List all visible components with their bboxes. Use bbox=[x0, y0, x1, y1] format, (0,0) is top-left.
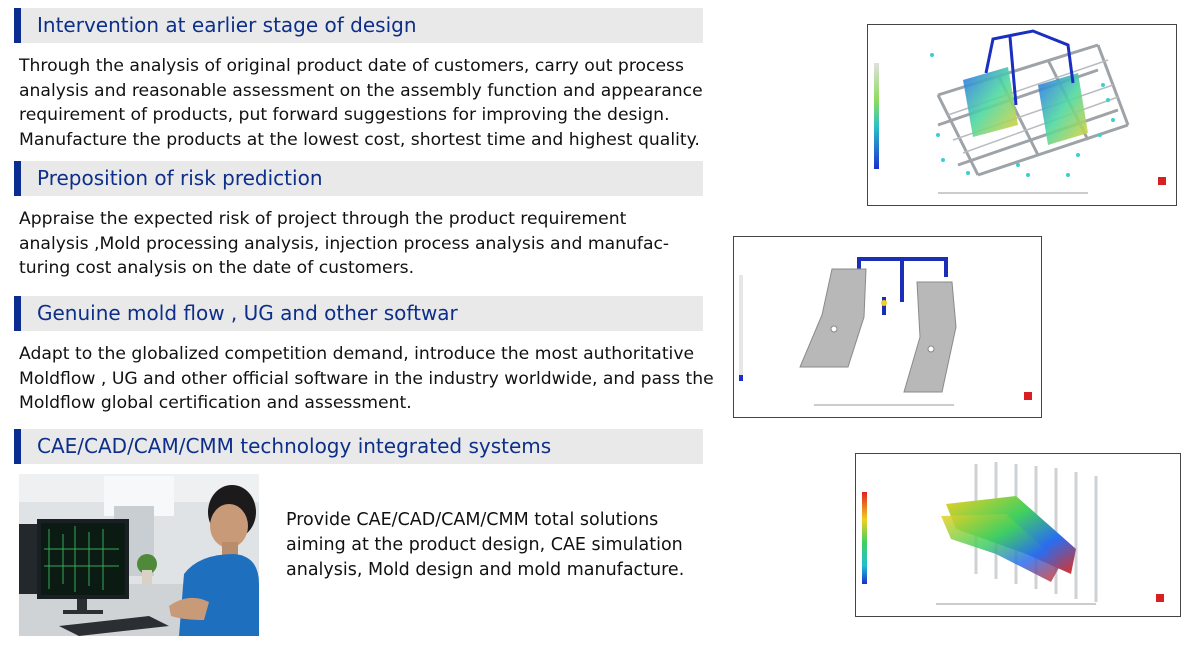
text-line: Provide CAE/CAD/CAM/CMM total solutions bbox=[286, 510, 659, 530]
engineer-photo bbox=[19, 474, 259, 636]
section-text-design: Through the analysis of original product… bbox=[19, 54, 719, 152]
text-line: turing cost analysis on the date of cust… bbox=[19, 258, 415, 278]
text-line: Through the analysis of original product… bbox=[19, 56, 684, 76]
mold-cooling-analysis-image bbox=[867, 24, 1177, 206]
text-line: Moldflow , UG and other official softwar… bbox=[19, 368, 714, 389]
text-line: Moldflow global certification and assess… bbox=[19, 393, 412, 413]
mold-feed-system-image bbox=[733, 236, 1042, 418]
text-line: Adapt to the globalized competition dema… bbox=[19, 344, 695, 364]
section-text-software: Adapt to the globalized competition dema… bbox=[19, 342, 729, 416]
section-text-integrated: Provide CAE/CAD/CAM/CMM total solutions … bbox=[286, 508, 706, 583]
mold-fill-analysis-image bbox=[855, 453, 1181, 617]
section-header-design: Intervention at earlier stage of design bbox=[14, 8, 703, 43]
text-line: analysis, Mold design and mold manufactu… bbox=[286, 560, 685, 580]
text-line: requirement of products, put forward sug… bbox=[19, 105, 670, 125]
text-line: Appraise the expected risk of project th… bbox=[19, 209, 627, 229]
text-line: Manufacture the products at the lowest c… bbox=[19, 129, 700, 150]
section-title: Preposition of risk prediction bbox=[37, 166, 323, 190]
section-header-risk: Preposition of risk prediction bbox=[14, 161, 703, 196]
text-line: analysis and reasonable assessment on th… bbox=[19, 80, 703, 101]
text-line: aiming at the product design, CAE simula… bbox=[286, 535, 683, 555]
section-title: Intervention at earlier stage of design bbox=[37, 13, 417, 37]
section-header-software: Genuine mold flow , UG and other softwar bbox=[14, 296, 703, 331]
section-title: Genuine mold flow , UG and other softwar bbox=[37, 301, 458, 325]
section-text-risk: Appraise the expected risk of project th… bbox=[19, 207, 719, 281]
section-header-integrated: CAE/CAD/CAM/CMM technology integrated sy… bbox=[14, 429, 703, 464]
text-line: analysis ,Mold processing analysis, inje… bbox=[19, 233, 670, 254]
section-title: CAE/CAD/CAM/CMM technology integrated sy… bbox=[37, 434, 552, 458]
